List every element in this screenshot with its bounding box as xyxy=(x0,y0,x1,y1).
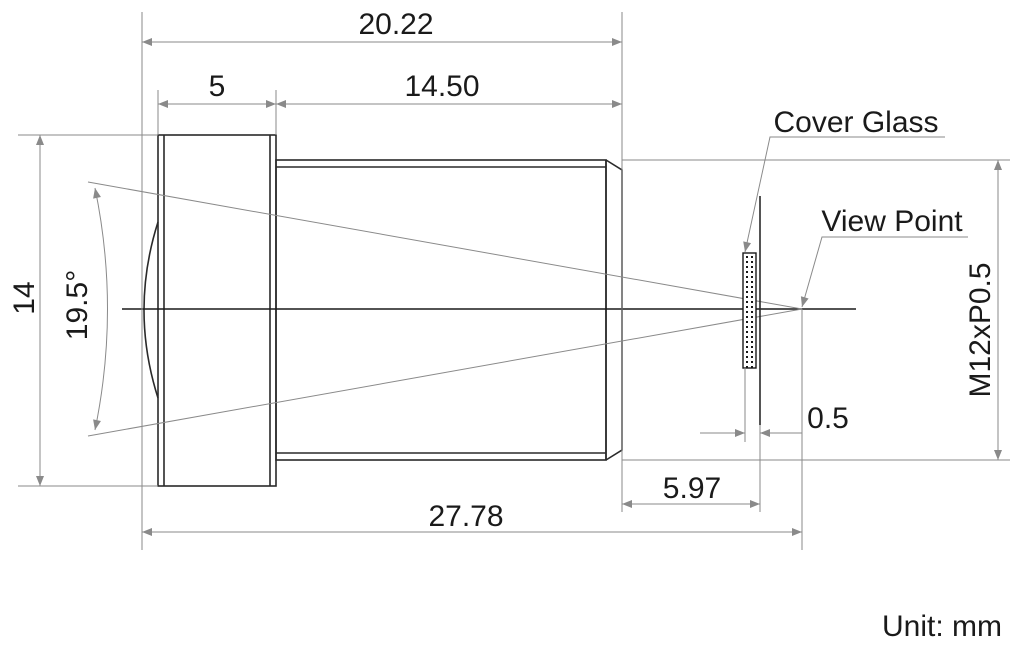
cover-glass xyxy=(742,252,757,369)
dim-20-22: 20.22 xyxy=(358,8,433,41)
dim-14: 14 xyxy=(8,281,41,314)
threaded-body xyxy=(275,159,607,461)
body-chamfer xyxy=(605,159,623,461)
dim-thread: M12xP0.5 xyxy=(964,262,997,397)
front-lens-surface xyxy=(143,221,159,399)
leader-view-point xyxy=(800,236,968,308)
dim-5-97: 5.97 xyxy=(663,472,721,505)
unit-label: Unit: mm xyxy=(882,610,1002,643)
dim-14-50: 14.50 xyxy=(404,70,479,103)
dim-27-78: 27.78 xyxy=(428,500,503,533)
dimension-lines xyxy=(36,38,1002,536)
dim-arc-field-angle xyxy=(93,187,108,431)
dim-field-angle: 19.5° xyxy=(61,270,94,340)
leaders xyxy=(743,136,968,308)
cover-glass-assembly xyxy=(742,196,761,425)
fov-ray-upper xyxy=(87,181,803,310)
dim-5: 5 xyxy=(209,70,226,103)
fov-ray-lower xyxy=(87,308,803,437)
label-view-point: View Point xyxy=(821,205,963,238)
label-cover-glass: Cover Glass xyxy=(773,106,938,139)
extension-lines xyxy=(18,12,1010,550)
front-barrel xyxy=(157,134,277,487)
lens-body xyxy=(143,134,623,487)
dim-0-5: 0.5 xyxy=(807,402,849,435)
leader-cover-glass xyxy=(743,136,945,253)
